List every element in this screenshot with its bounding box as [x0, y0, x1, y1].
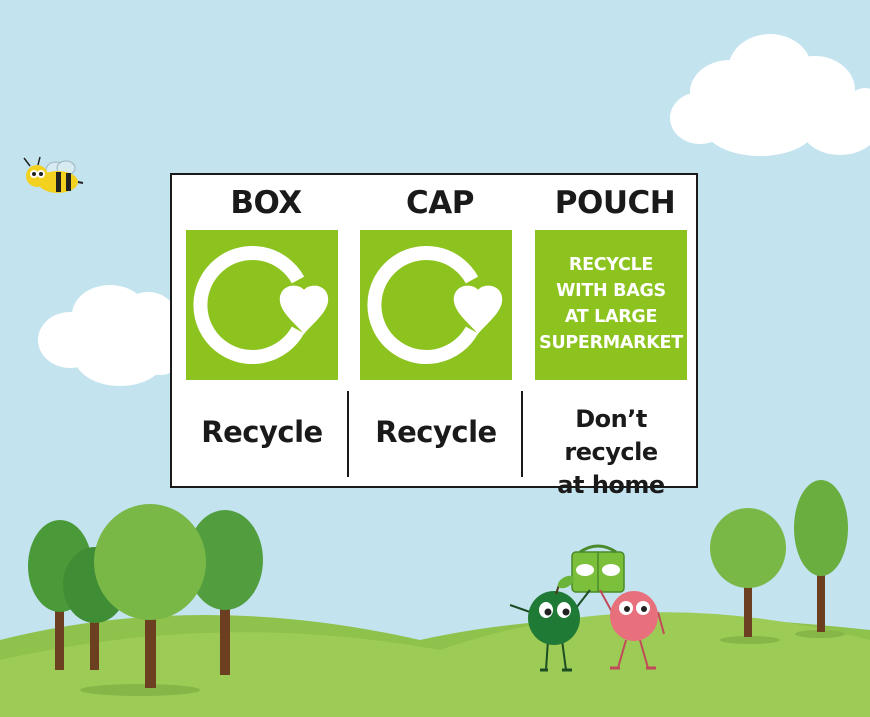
cloud-left — [38, 285, 185, 386]
column-divider — [521, 391, 523, 477]
hill-front — [0, 612, 870, 717]
pouch-column: POUCH RECYCLE WITH BAGS AT LARGE SUPERMA… — [535, 175, 695, 499]
recycling-info-panel: BOX Recycle CAP Recycle POUCH RECYCLE WI… — [170, 173, 698, 499]
pink-apple-character — [599, 589, 665, 670]
box-status: Recycle — [201, 415, 323, 449]
pouch-status: Don’t recycle at home — [557, 405, 665, 499]
pouch-tile-text: RECYCLE WITH BAGS AT LARGE SUPERMARKET — [539, 255, 683, 353]
tree-left-3 — [187, 510, 263, 675]
box-recycle-tile — [186, 230, 338, 380]
pouch-info-tile: RECYCLE WITH BAGS AT LARGE SUPERMARKET — [535, 230, 687, 380]
pouch-heading: POUCH — [554, 185, 676, 221]
bee-icon — [23, 156, 84, 193]
tree-right-2 — [794, 480, 848, 632]
column-divider — [347, 391, 349, 477]
cap-column: CAP Recycle — [360, 175, 520, 486]
cap-recycle-tile — [360, 230, 512, 380]
tree-left-4 — [94, 504, 206, 688]
recycle-icon — [367, 246, 503, 364]
cloud-right — [670, 34, 870, 156]
tree-right-1 — [710, 508, 786, 637]
recycle-icon — [193, 246, 329, 364]
cap-status: Recycle — [375, 415, 497, 449]
box-column: BOX Recycle — [186, 175, 346, 486]
cap-heading: CAP — [406, 185, 474, 221]
box-heading: BOX — [230, 185, 302, 221]
pouch-pack-icon — [571, 544, 625, 593]
green-apple-character — [509, 575, 591, 672]
